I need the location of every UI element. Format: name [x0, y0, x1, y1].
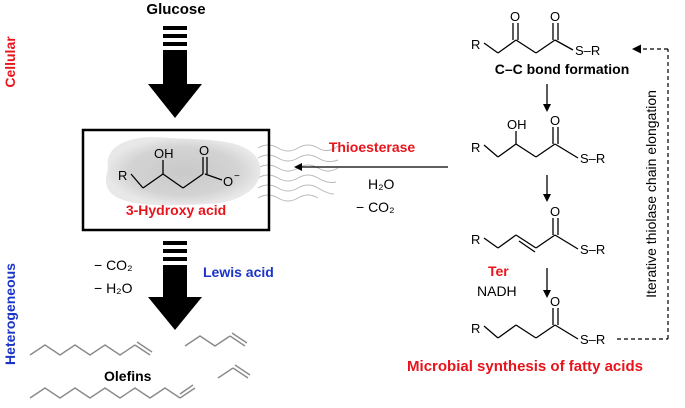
olefin-structures: [29, 332, 251, 399]
heterogeneous-label: Heterogeneous: [2, 263, 18, 365]
thioesterase-h2o: H₂O: [368, 176, 395, 192]
olefins-label: Olefins: [104, 368, 152, 384]
acyl-r: R: [471, 321, 480, 336]
ter-label: Ter: [488, 263, 509, 279]
enoyl-o: O: [550, 204, 560, 219]
hydroxy-r: R: [471, 140, 480, 155]
minus-co2-left: − CO₂: [94, 257, 133, 273]
hydroxy-acid-r: R: [118, 168, 127, 183]
hydroxy-acid-oh: OH: [154, 146, 174, 161]
thioesterase-label: Thioesterase: [329, 139, 416, 155]
enoyl-s-r: S–R: [580, 242, 605, 257]
glucose-to-acid-arrow: [148, 26, 202, 118]
cellular-label: Cellular: [2, 36, 18, 88]
hydroxy-acid-charge: −: [234, 171, 240, 182]
microbial-synthesis-title: Microbial synthesis of fatty acids: [407, 358, 643, 375]
keto-o1: O: [510, 9, 520, 24]
hydroxy-acid-structure: [130, 157, 223, 189]
nadh-label: NADH: [477, 283, 517, 299]
hydroxy-acid-o-minus: O: [223, 174, 233, 189]
ketothioester-structure: [483, 23, 574, 54]
hydroxy-acid-carbonyl-o: O: [199, 143, 209, 158]
acyl-s-r: S–R: [580, 332, 605, 347]
keto-r: R: [471, 37, 480, 52]
enoyl-r: R: [471, 232, 480, 247]
elongation-loop: [617, 44, 669, 340]
glucose-label: Glucose: [146, 1, 205, 18]
hydroxy-o: O: [550, 113, 560, 128]
elongation-label: Iterative thiolase chain elongation: [643, 90, 659, 298]
acid-to-olefins-arrow: [148, 241, 202, 330]
acyl-thioester-structure: [483, 308, 579, 340]
minus-h2o-left: − H₂O: [94, 280, 133, 296]
hydroxy-acid-box: [81, 128, 271, 232]
keto-o2: O: [550, 9, 560, 24]
bacterium-blob: [106, 137, 261, 206]
hydroxy-s-r: S–R: [580, 151, 605, 166]
enoyl-thioester-structure: [483, 218, 579, 253]
cc-bond-label: C–C bond formation: [495, 61, 630, 77]
acyl-o: O: [550, 294, 560, 309]
lewis-acid-label: Lewis acid: [203, 264, 274, 280]
hydroxy-oh: OH: [507, 117, 527, 132]
hydroxythioester-structure: [483, 127, 579, 159]
keto-s-r: S–R: [575, 43, 600, 58]
thioesterase-co2: − CO₂: [356, 199, 395, 215]
hydroxy-acid-label: 3-Hydroxy acid: [126, 202, 226, 218]
